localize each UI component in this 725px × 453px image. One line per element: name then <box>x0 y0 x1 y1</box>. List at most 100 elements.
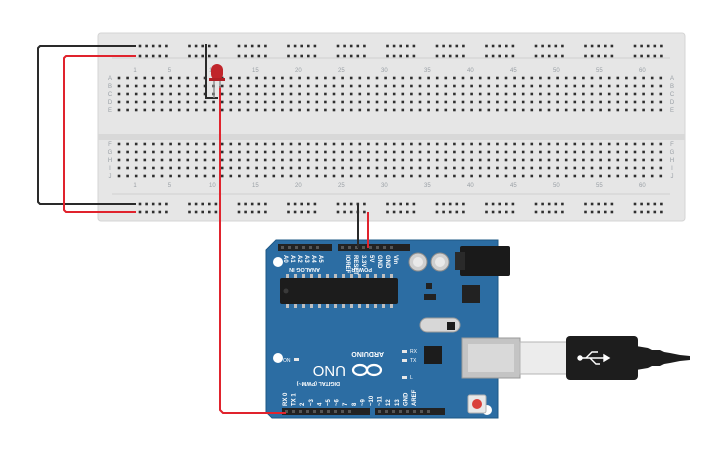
rail-hole[interactable] <box>646 54 650 58</box>
rail-hole[interactable] <box>138 54 142 58</box>
rail-hole[interactable] <box>307 210 310 214</box>
breadboard-hole[interactable] <box>126 150 129 154</box>
breadboard-hole[interactable] <box>453 108 456 112</box>
breadboard-hole[interactable] <box>642 166 645 170</box>
breadboard-hole[interactable] <box>392 166 396 170</box>
breadboard-hole[interactable] <box>582 84 585 88</box>
breadboard-hole[interactable] <box>547 166 551 170</box>
breadboard-hole[interactable] <box>556 150 559 154</box>
breadboard-hole[interactable] <box>504 76 508 80</box>
breadboard-hole[interactable] <box>195 108 198 112</box>
breadboard-hole[interactable] <box>298 158 301 162</box>
rail-hole[interactable] <box>188 202 191 206</box>
breadboard-hole[interactable] <box>152 108 155 112</box>
rail-hole[interactable] <box>442 202 445 206</box>
breadboard-hole[interactable] <box>289 92 293 96</box>
digital-header-low[interactable] <box>282 408 370 415</box>
breadboard-hole[interactable] <box>220 100 224 104</box>
breadboard-hole[interactable] <box>246 142 250 146</box>
breadboard-hole[interactable] <box>582 142 585 146</box>
breadboard-hole[interactable] <box>599 174 602 178</box>
breadboard-hole[interactable] <box>616 100 620 104</box>
rail-hole[interactable] <box>505 202 508 206</box>
breadboard-hole[interactable] <box>298 100 301 104</box>
breadboard-hole[interactable] <box>169 142 172 146</box>
breadboard-hole[interactable] <box>384 150 387 154</box>
header-pin[interactable] <box>334 410 337 413</box>
header-pin[interactable] <box>285 410 288 413</box>
breadboard-holes[interactable] <box>117 44 663 214</box>
breadboard-hole[interactable] <box>564 142 568 146</box>
breadboard-hole[interactable] <box>599 76 602 80</box>
breadboard-hole[interactable] <box>625 100 628 104</box>
breadboard-hole[interactable] <box>315 76 319 80</box>
breadboard-hole[interactable] <box>332 108 336 112</box>
rail-hole[interactable] <box>356 54 360 58</box>
breadboard-hole[interactable] <box>461 84 465 88</box>
breadboard-hole[interactable] <box>444 158 448 162</box>
breadboard-hole[interactable] <box>306 158 310 162</box>
breadboard-hole[interactable] <box>582 92 585 96</box>
breadboard-hole[interactable] <box>539 100 542 104</box>
breadboard-hole[interactable] <box>289 108 293 112</box>
header-pin[interactable] <box>399 410 402 413</box>
rail-hole[interactable] <box>257 202 261 206</box>
rail-hole[interactable] <box>145 54 148 58</box>
breadboard-hole[interactable] <box>625 150 628 154</box>
breadboard-hole[interactable] <box>564 108 568 112</box>
breadboard-hole[interactable] <box>315 174 319 178</box>
breadboard-hole[interactable] <box>547 142 551 146</box>
rail-hole[interactable] <box>363 54 366 58</box>
breadboard-hole[interactable] <box>263 100 267 104</box>
header-pin[interactable] <box>392 410 395 413</box>
breadboard-hole[interactable] <box>186 166 190 170</box>
breadboard-hole[interactable] <box>332 76 336 80</box>
breadboard-hole[interactable] <box>126 174 129 178</box>
breadboard-hole[interactable] <box>564 150 568 154</box>
breadboard-hole[interactable] <box>169 150 172 154</box>
breadboard-hole[interactable] <box>220 166 224 170</box>
breadboard-hole[interactable] <box>487 108 491 112</box>
rail-hole[interactable] <box>491 44 495 48</box>
breadboard-hole[interactable] <box>186 150 190 154</box>
rail-hole[interactable] <box>349 202 353 206</box>
rail-hole[interactable] <box>158 202 162 206</box>
rail-hole[interactable] <box>660 210 663 214</box>
breadboard-hole[interactable] <box>530 174 534 178</box>
breadboard-hole[interactable] <box>126 158 129 162</box>
breadboard-hole[interactable] <box>143 76 147 80</box>
breadboard-hole[interactable] <box>358 92 362 96</box>
rail-hole[interactable] <box>145 44 148 48</box>
breadboard-hole[interactable] <box>255 108 258 112</box>
breadboard-hole[interactable] <box>177 92 181 96</box>
rail-hole[interactable] <box>561 44 564 48</box>
breadboard-hole[interactable] <box>418 84 422 88</box>
breadboard-hole[interactable] <box>220 150 224 154</box>
breadboard-hole[interactable] <box>367 142 370 146</box>
rail-hole[interactable] <box>399 54 402 58</box>
rail-hole[interactable] <box>590 44 594 48</box>
breadboard-hole[interactable] <box>298 150 301 154</box>
breadboard-hole[interactable] <box>607 100 611 104</box>
rail-hole[interactable] <box>151 54 155 58</box>
breadboard-hole[interactable] <box>659 174 663 178</box>
rail-hole[interactable] <box>633 202 637 206</box>
rail-hole[interactable] <box>498 54 501 58</box>
rail-hole[interactable] <box>151 202 155 206</box>
breadboard-hole[interactable] <box>573 92 577 96</box>
breadboard-hole[interactable] <box>607 174 611 178</box>
breadboard-hole[interactable] <box>117 76 121 80</box>
breadboard-hole[interactable] <box>513 100 516 104</box>
breadboard-hole[interactable] <box>461 142 465 146</box>
breadboard-hole[interactable] <box>315 84 319 88</box>
rail-hole[interactable] <box>412 44 416 48</box>
breadboard-hole[interactable] <box>160 158 164 162</box>
rail-hole[interactable] <box>534 210 538 214</box>
breadboard-hole[interactable] <box>496 142 499 146</box>
rail-hole[interactable] <box>455 202 459 206</box>
breadboard-hole[interactable] <box>418 108 422 112</box>
breadboard-hole[interactable] <box>453 84 456 88</box>
breadboard-hole[interactable] <box>246 174 250 178</box>
header-pin[interactable] <box>309 246 312 249</box>
rail-hole[interactable] <box>412 202 416 206</box>
